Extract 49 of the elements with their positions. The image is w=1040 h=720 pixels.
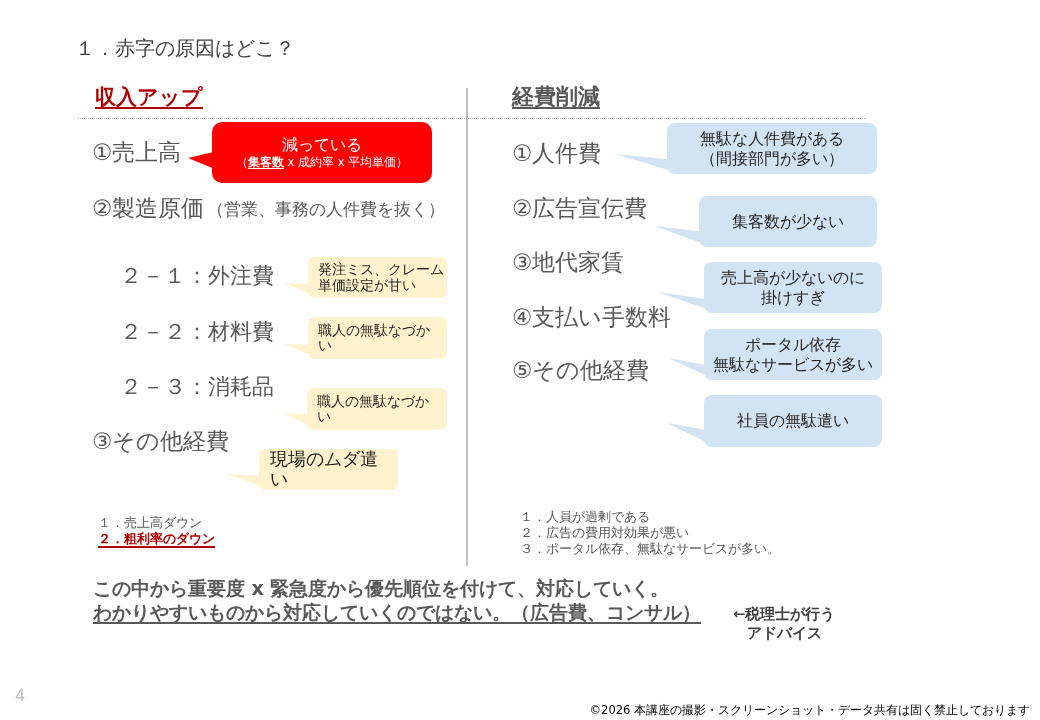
note-text: （営業、事務の人件費を抜く） [207,198,445,220]
slide-title: １．赤字の原因はどこ？ [75,35,295,62]
speech-bubble [667,395,882,447]
list-item: ２．粗利率のダウン [98,531,215,547]
bubble-text: （間接部門が多い） [700,148,844,169]
item-text: ④支払い手数料 [512,303,672,331]
speech-bubble [654,196,877,247]
item-text: ２－１：外注費 [120,261,274,289]
item-text: ②広告宣伝費 [512,194,648,222]
speech-bubble [188,122,432,183]
bubble-text: 無駄な人件費がある [700,128,844,149]
body-text: わかりやすいものから対応していくのではない。（広告費、コンサル） [93,600,701,624]
section-heading: 収入アップ [95,84,203,110]
bubble-text: 減っている [282,134,362,156]
speech-bubble [615,123,877,174]
page-number: 4 [15,686,26,706]
bubble-text: 職人の無駄なづかい [317,393,430,425]
section-heading: 経費削減 [512,83,600,111]
bubble-text: （集客数 x 成約率 x 平均単価） [235,155,409,171]
item-text: ２－３：消耗品 [120,372,274,400]
bubble-text: 売上高が少ないのに [721,267,865,288]
bubble-text: 単価設定が甘い [318,277,417,293]
bubble-text: ポータル依存 [745,334,841,355]
item-text: ２－２：材料費 [120,317,274,345]
body-text: この中から重要度 x 緊急度から優先順位を付けて、対応していく。 [93,576,670,600]
bubble-text: 掛けすぎ [761,287,825,308]
item-text: ③地代家賃 [512,248,625,276]
item-text: ①人件費 [512,139,602,167]
list-item: １．人員が過剰である [520,509,650,525]
item-text: ②製造原価 [92,194,205,222]
speech-bubble [226,449,398,490]
bubble-text: 発注ミス、クレーム [318,262,445,278]
item-text: ⑤その他経費 [512,356,650,384]
list-item: ３．ポータル依存、無駄なサービスが多い。 [520,541,780,557]
speech-bubble [284,257,447,298]
bubble-text: 社員の無駄遣い [737,411,849,431]
list-item: ２．広告の費用対効果が悪い [520,525,689,541]
speech-bubble [668,329,882,380]
bubble-text: 職人の無駄なづかい [318,322,431,354]
bubble-text: 現場のムダ遣い [270,449,379,490]
item-text: ①売上高 [92,138,182,166]
copyright-notice: ©2026 本講座の撮影・スクリーンショット・データ共有は固く禁止しております [589,703,1030,717]
bubble-text: 集客数が少ない [732,211,844,232]
bubble-text: 無駄なサービスが多い [713,354,873,375]
speech-bubble [284,388,447,430]
list-item: １．売上高ダウン [98,515,202,531]
speech-bubble [284,317,447,359]
side-note: ←税理士が行うアドバイス [731,605,837,643]
item-text: ③その他経費 [92,427,230,455]
